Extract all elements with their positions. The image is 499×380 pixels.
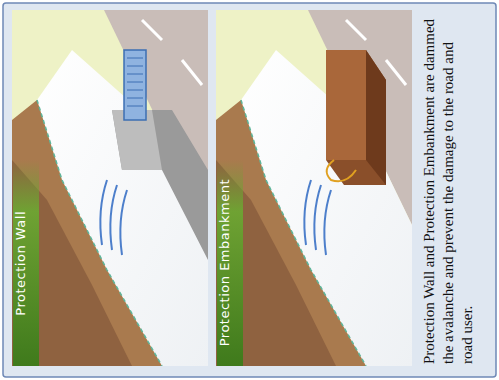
title-band: Protection Wall [13, 160, 39, 366]
title-band: Protection Embankment [217, 160, 243, 366]
wall-scene [12, 10, 208, 366]
band-label: Protection Wall [13, 211, 28, 316]
figure-caption: Protection Wall and Protection Embankmen… [420, 14, 488, 364]
embankment-scene [216, 10, 412, 366]
outer-frame [3, 3, 496, 377]
band-label: Protection Embankment [217, 179, 232, 346]
